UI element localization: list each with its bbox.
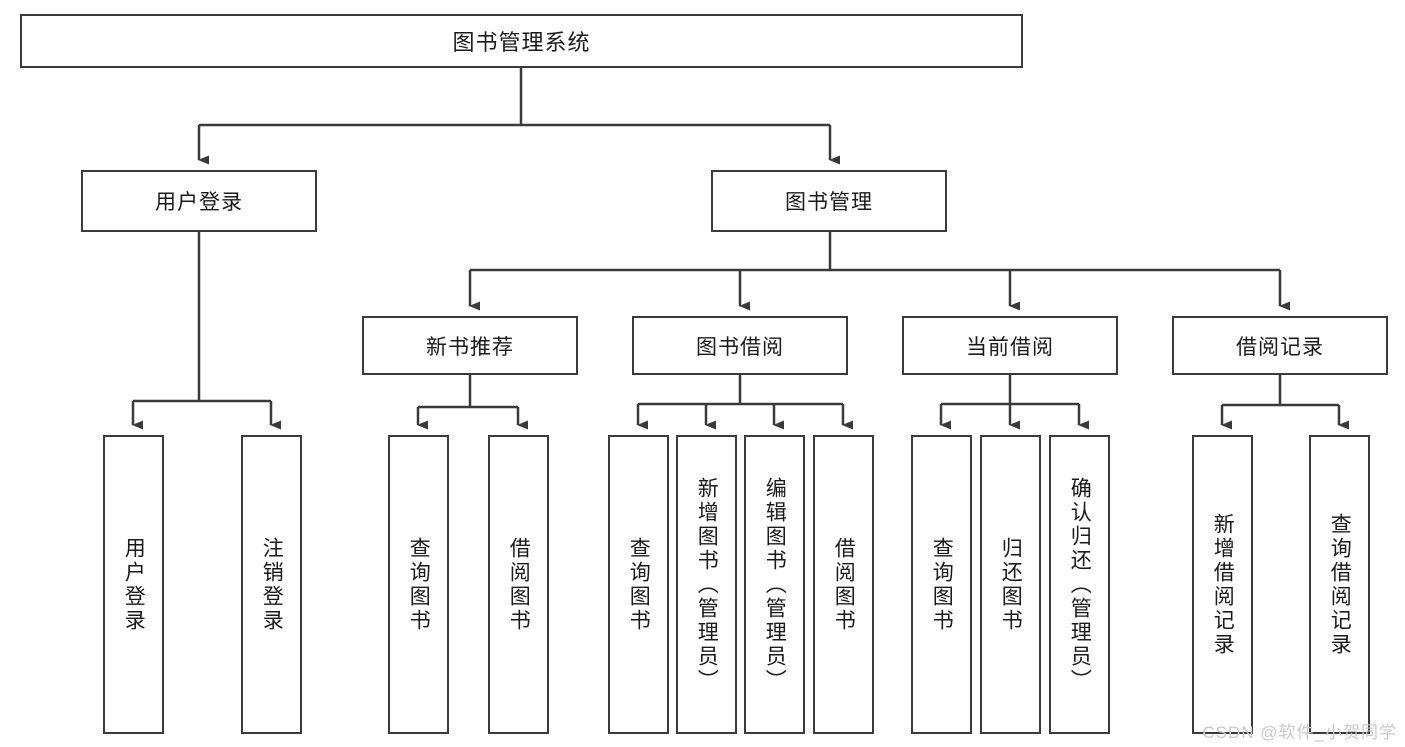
leaf-label: 借阅图书	[832, 536, 856, 633]
leaf-label: 用户登录	[122, 536, 146, 633]
node-current-borrow[interactable]: 当前借阅	[902, 316, 1118, 375]
leaf-return-book[interactable]: 归还图书	[980, 435, 1041, 734]
leaf-query-borrow-record[interactable]: 查询借阅记录	[1309, 435, 1370, 734]
leaf-borrow-book-newbook[interactable]: 借阅图书	[488, 435, 549, 734]
leaf-label: 编辑图书（管理员）	[763, 476, 787, 693]
node-borrow-record[interactable]: 借阅记录	[1172, 316, 1388, 375]
leaf-label: 查询图书	[930, 536, 954, 633]
node-label: 当前借阅	[966, 335, 1054, 359]
node-book-borrow[interactable]: 图书借阅	[632, 316, 848, 375]
leaf-user-login[interactable]: 用户登录	[103, 435, 164, 734]
leaf-logout-login[interactable]: 注销登录	[241, 435, 302, 734]
leaf-borrow-book[interactable]: 借阅图书	[813, 435, 874, 734]
node-label: 用户登录	[155, 191, 243, 214]
node-new-book-recommend[interactable]: 新书推荐	[362, 316, 578, 375]
leaf-query-book-borrow[interactable]: 查询图书	[608, 435, 669, 734]
node-label: 图书管理系统	[452, 30, 591, 55]
leaf-label: 查询图书	[407, 536, 431, 633]
leaf-add-borrow-record[interactable]: 新增借阅记录	[1192, 435, 1253, 734]
leaf-query-book-newbook[interactable]: 查询图书	[388, 435, 449, 734]
leaf-label: 新增借阅记录	[1211, 512, 1235, 657]
leaf-confirm-return-admin[interactable]: 确认归还（管理员）	[1049, 435, 1110, 734]
leaf-label: 查询图书	[627, 536, 651, 633]
node-root-system[interactable]: 图书管理系统	[20, 14, 1023, 68]
node-label: 图书借阅	[696, 335, 784, 359]
node-label: 新书推荐	[426, 335, 514, 359]
leaf-label: 确认归还（管理员）	[1068, 476, 1092, 693]
node-user-login[interactable]: 用户登录	[81, 170, 317, 232]
leaf-label: 注销登录	[260, 536, 284, 633]
leaf-label: 归还图书	[999, 536, 1023, 633]
leaf-edit-book-admin[interactable]: 编辑图书（管理员）	[744, 435, 805, 734]
leaf-query-book-current[interactable]: 查询图书	[911, 435, 972, 734]
leaf-add-book-admin[interactable]: 新增图书（管理员）	[676, 435, 737, 734]
node-label: 图书管理	[785, 191, 873, 214]
leaf-label: 新增图书（管理员）	[695, 476, 719, 693]
node-book-management[interactable]: 图书管理	[711, 170, 947, 232]
leaf-label: 查询借阅记录	[1328, 512, 1352, 657]
leaf-label: 借阅图书	[507, 536, 531, 633]
node-label: 借阅记录	[1236, 335, 1324, 359]
